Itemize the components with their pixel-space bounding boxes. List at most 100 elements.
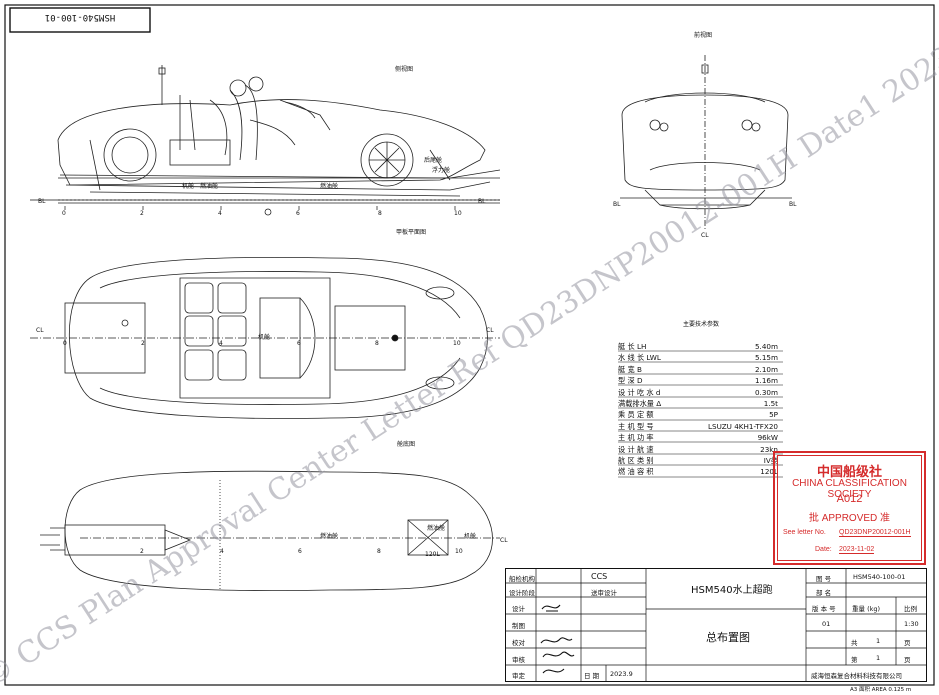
tb-stage-label: 设计阶段 [509, 589, 535, 597]
side-label-engine: 机舱 [182, 183, 195, 190]
tb-page-label: 第 [851, 656, 858, 664]
title-block: 船检机构 CCS 设计阶段 送审设计 设计 制图 校对 审核 审定 日 期 20… [505, 568, 927, 682]
spec-table-lines [618, 350, 783, 478]
deck-scale-10: 10 [453, 340, 461, 347]
bottom-scale-4: 4 [220, 548, 224, 555]
side-label-fuel: 燃油舱 [200, 183, 219, 190]
tb-date-label: 日 期 [584, 672, 600, 680]
side-bl-left: BL [38, 198, 46, 205]
tb-review-label: 审核 [512, 656, 525, 664]
area-note: A3 面积 AREA 0.125 m [850, 687, 912, 693]
side-bl-right: BL [478, 198, 486, 205]
tb-draw-label: 制图 [512, 622, 525, 630]
front-bl-right: BL [789, 201, 797, 208]
spec-title: 主要技术参数 [683, 321, 720, 328]
stamp-society-cn: 中国船级社 [816, 464, 882, 479]
side-label-trunk: 后尾舱 [424, 157, 443, 164]
bottom-label-engine: 机舱 [464, 533, 477, 540]
tb-no-value: HSM540-100-01 [853, 573, 906, 581]
tb-scale-value: 1:30 [904, 620, 919, 628]
bottom-label-fuel-top: 燃油舱 [427, 525, 446, 532]
bottom-label-fuel-tank: 燃油舱 [320, 533, 339, 540]
title-block-grid [506, 569, 926, 681]
tb-total-value: 1 [876, 637, 881, 645]
deck-scale-6: 6 [297, 340, 301, 347]
stamp-code: A012 [836, 493, 863, 505]
tb-inspect-org-label: 船检机构 [509, 575, 535, 583]
side-view-title: 侧视图 [395, 66, 414, 73]
tb-weight-label: 重量 (kg) [852, 605, 881, 613]
stamp-date-value: 2023-11-02 [839, 546, 875, 554]
stamp-society-en: CHINA CLASSIFICATION SOCIETY [792, 478, 907, 500]
stamp-letter-value: QD23DNP20012-001H [839, 529, 911, 537]
bottom-scale-2: 2 [140, 548, 144, 555]
side-scale-10: 10 [454, 210, 462, 217]
deck-scale-2: 2 [141, 340, 145, 347]
deck-plan-drawing [30, 256, 500, 419]
stamp-approved: 批 APPROVED 准 [808, 513, 891, 524]
side-scale-8: 8 [378, 210, 382, 217]
tb-page-value: 1 [876, 654, 881, 662]
tb-page-unit: 页 [904, 656, 911, 664]
bottom-scale-8: 8 [377, 548, 381, 555]
stamp-letter-label: See letter No. [783, 529, 826, 536]
tb-drawing-title: 总布置图 [706, 631, 750, 644]
front-view-drawing [620, 55, 792, 230]
tb-project: HSM540水上超跑 [691, 585, 773, 596]
bottom-cl-right: CL [500, 537, 508, 544]
deck-cl-left: CL [36, 327, 44, 334]
bottom-scale-6: 6 [298, 548, 302, 555]
tb-no-label: 图 号 [816, 575, 832, 583]
stamp-date-label: Date: [815, 546, 832, 553]
bottom-scale-10: 10 [455, 548, 463, 555]
deck-scale-0: 0 [63, 340, 67, 347]
side-view-drawing [30, 65, 500, 216]
approval-stamp: 中国船级社 CHINA CLASSIFICATION SOCIETY A012 … [773, 451, 926, 565]
signatures [540, 604, 575, 674]
deck-scale-8: 8 [375, 340, 379, 347]
deck-label-engine: 机舱 [258, 334, 271, 341]
bottom-view-title: 舱底图 [397, 441, 416, 448]
tb-stage-value: 送审设计 [591, 589, 617, 597]
tb-check-label: 校对 [512, 639, 525, 647]
bottom-tank-capacity: 120L [425, 551, 440, 558]
tb-total-unit: 页 [904, 639, 911, 647]
side-label-tank: 燃油舱 [320, 183, 339, 190]
tb-part-label: 部 名 [816, 589, 832, 597]
deck-plan-title: 甲板平面图 [396, 229, 427, 236]
tb-company: 威海恒森复合材料科技有限公司 [811, 672, 902, 680]
side-scale-6: 6 [296, 210, 300, 217]
side-scale-0: 0 [62, 210, 66, 217]
tb-design-label: 设计 [512, 605, 525, 613]
side-label-buoyancy: 浮力舱 [432, 167, 451, 174]
tb-total-label: 共 [851, 639, 858, 647]
tb-version-label: 版 本 号 [812, 605, 836, 613]
tb-inspect-org-value: CCS [591, 572, 608, 581]
tb-scale-label: 比例 [904, 605, 917, 613]
tb-date-value: 2023.9 [610, 670, 633, 678]
side-scale-4: 4 [218, 210, 222, 217]
rotated-drawing-number: HSM540-100-01 [44, 12, 116, 22]
tb-approve-label: 审定 [512, 672, 525, 680]
deck-cl-right: CL [486, 327, 494, 334]
front-cl: CL [701, 232, 709, 239]
stamp-inner-border [777, 455, 922, 561]
side-scale-2: 2 [140, 210, 144, 217]
tb-version-value: 01 [822, 620, 831, 628]
front-bl-left: BL [613, 201, 621, 208]
